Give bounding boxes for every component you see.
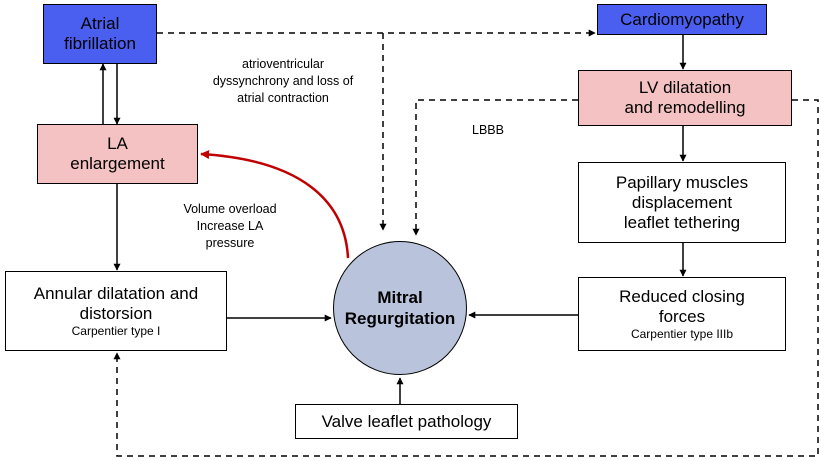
lbbb-text: LBBB [472,123,504,137]
la-enlargement-box: LA enlargement [37,124,198,184]
valve-leaflet-pathology-box: Valve leaflet pathology [295,404,518,439]
atrial-fibrillation-line1: Atrial [80,14,120,33]
atrial-fibrillation-box: Atrial fibrillation [43,4,157,64]
reduced-closing-forces-box: Reduced closing forces Carpentier type I… [578,277,786,351]
la-enlargement-line2: enlargement [70,154,165,173]
av-label-line2: dyssynchrony and loss of [212,74,354,88]
cardiomyopathy-label: Cardiomyopathy [620,9,744,29]
annular-line1: Annular dilatation and [33,283,199,303]
vo-line3: pressure [205,236,255,250]
lv-dilatation-line1: LV dilatation [638,78,732,97]
dashed-lbbb-to-mr [412,99,578,236]
reduced-line1: Reduced closing [619,286,745,306]
papillary-muscles-box: Papillary muscles displacement leaflet t… [578,162,786,243]
mitral-regurgitation-circle: Mitral Regurgitation [333,241,467,375]
annular-line2: distorsion [79,303,153,323]
annular-sub: Carpentier type I [71,323,161,338]
mr-line1: Mitral [377,288,423,307]
la-enlargement-line1: LA [107,134,128,153]
atrial-fibrillation-line2: fibrillation [64,34,136,53]
mr-line2: Regurgitation [344,309,456,328]
lv-dilatation-line2: and remodelling [624,98,746,117]
annular-dilatation-box: Annular dilatation and distorsion Carpen… [5,271,227,351]
valve-leaflet-label: Valve leaflet pathology [321,411,492,431]
papillary-line1: Papillary muscles [615,172,749,192]
reduced-line2: forces [658,306,706,326]
red-arrow-mr-to-la [200,150,350,259]
papillary-line3: leaflet tethering [623,212,741,232]
papillary-line2: displacement [631,192,733,212]
cardiomyopathy-box: Cardiomyopathy [597,4,767,35]
av-dyssynchrony-label: atrioventricular dyssynchrony and loss o… [198,56,368,107]
volume-overload-label: Volume overload Increase LA pressure [170,201,290,252]
vo-line1: Volume overload [183,202,277,216]
reduced-sub: Carpentier type IIIb [630,326,734,341]
lbbb-label: LBBB [463,122,513,139]
av-label-line1: atrioventricular [242,57,324,71]
av-label-line3: atrial contraction [237,91,329,105]
vo-line2: Increase LA [196,219,264,233]
lv-dilatation-box: LV dilatation and remodelling [578,70,792,126]
